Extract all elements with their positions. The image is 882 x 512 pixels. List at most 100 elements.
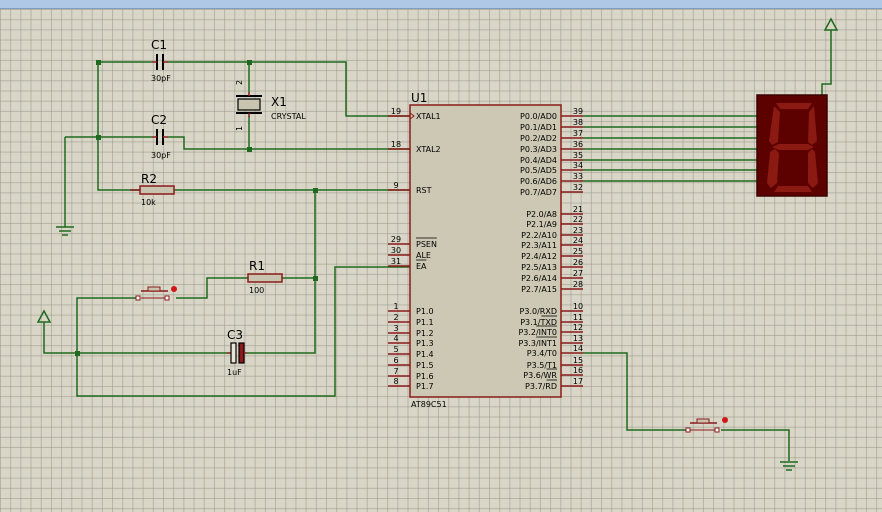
pin-name: P3.2/INT0 <box>518 328 557 337</box>
junction-dot <box>96 135 101 140</box>
mcu-pin-p1-3[interactable]: 4P1.3 <box>388 334 434 348</box>
power-arrow-left <box>36 309 52 323</box>
pin-name: P0.6/AD6 <box>520 177 557 186</box>
wire <box>721 429 790 461</box>
pin-name: P2.4/A12 <box>521 252 557 261</box>
capacitor-c2[interactable]: C2 30pF <box>151 113 171 160</box>
mcu-pin-p1-6[interactable]: 7P1.6 <box>388 367 434 381</box>
push-button-reset[interactable] <box>135 286 177 301</box>
wire <box>168 136 410 150</box>
pin-number: 30 <box>391 246 401 255</box>
pin-name: P1.2 <box>416 329 434 338</box>
seven-segment-display[interactable]: 8 <box>0 0 828 197</box>
mcu-pin-p1-2[interactable]: 3P1.2 <box>388 324 434 338</box>
pin-number: 13 <box>573 334 583 343</box>
chip-body <box>409 104 562 398</box>
pin-name: P0.4/AD4 <box>520 156 557 165</box>
pin-number: 6 <box>393 356 398 365</box>
pin-number: 29 <box>391 235 401 244</box>
x1-ref: X1 <box>271 95 287 109</box>
pin-name: P2.3/A11 <box>521 241 557 250</box>
capacitor-c3[interactable]: C3 1uF <box>227 328 247 377</box>
pin-number: 1 <box>393 302 398 311</box>
mcu-pin-p1-4[interactable]: 5P1.4 <box>388 345 434 359</box>
c3-value: 1uF <box>227 368 242 377</box>
pin-number: 11 <box>573 313 583 322</box>
resistor-r2[interactable]: R2 10k <box>130 172 175 207</box>
pin-name: P3.3/INT1 <box>518 339 557 348</box>
crystal-x1[interactable]: X1 CRYSTAL 2 1 <box>235 80 306 131</box>
mcu-pin-p1-7[interactable]: 8P1.7 <box>388 377 434 391</box>
c2-value: 30pF <box>151 151 171 160</box>
wire <box>583 352 687 431</box>
pin-name: P2.0/A8 <box>526 210 557 219</box>
wire <box>168 61 410 117</box>
mcu-part: AT89C51 <box>411 400 447 409</box>
pin-name: EA <box>416 262 427 271</box>
display-digit-value: 8 <box>0 0 1 1</box>
pin-name: RST <box>416 186 432 195</box>
x1-pin1: 1 <box>235 126 244 131</box>
pin-number: 38 <box>573 118 583 127</box>
pin-number: 32 <box>573 183 583 192</box>
pin-name: P1.4 <box>416 350 434 359</box>
pin-name: P2.6/A14 <box>521 274 557 283</box>
pin-name: PSEN <box>416 240 437 249</box>
mcu-pin-p1-0[interactable]: 1P1.0 <box>388 302 434 316</box>
push-button-p34[interactable] <box>685 417 728 433</box>
capacitor-c1[interactable]: C1 30pF <box>151 38 171 83</box>
c1-ref: C1 <box>151 38 167 52</box>
pin-name: P0.3/AD3 <box>520 145 557 154</box>
mcu-pin-p1-1[interactable]: 2P1.1 <box>388 313 434 327</box>
pin-number: 36 <box>573 140 583 149</box>
junction-dot <box>313 188 318 193</box>
mcu-ref: U1 <box>411 91 427 105</box>
mcu-pin-p1-5[interactable]: 6P1.5 <box>388 356 434 370</box>
pin-name: P0.5/AD5 <box>520 166 557 175</box>
wire <box>97 62 140 191</box>
pin-number: 7 <box>393 367 398 376</box>
pin-number: 8 <box>393 377 398 386</box>
wire <box>821 30 832 95</box>
pin-name: P3.5/T1 <box>527 361 557 370</box>
pin-name: P1.1 <box>416 318 434 327</box>
pin-name: P2.7/A15 <box>521 285 557 294</box>
pin-number: 17 <box>573 377 583 386</box>
pin-name: P1.3 <box>416 339 434 348</box>
pin-number: 14 <box>573 344 583 353</box>
resistor-r1[interactable]: R1 100 <box>247 259 283 295</box>
